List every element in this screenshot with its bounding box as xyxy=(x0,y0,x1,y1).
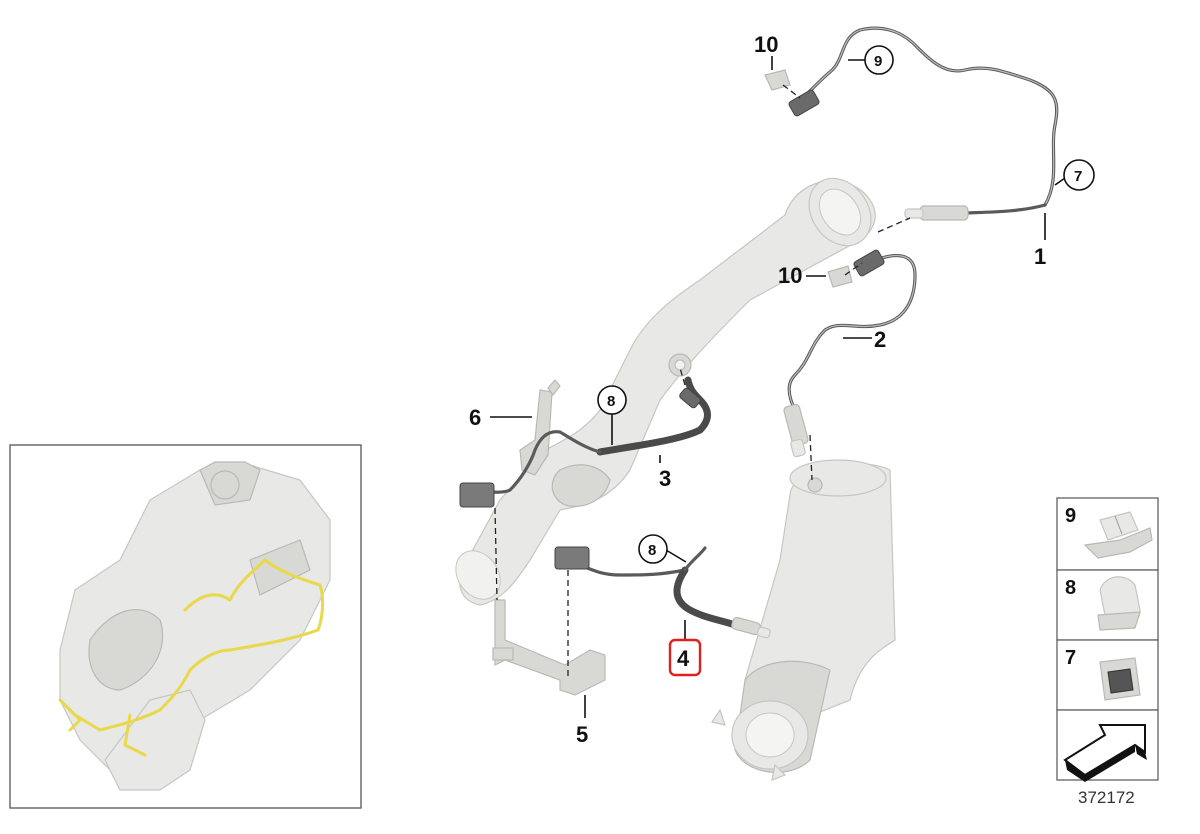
direction-arrow-icon xyxy=(1063,724,1147,782)
exhaust-manifold-pipe xyxy=(455,177,876,606)
svg-text:7: 7 xyxy=(1065,647,1076,669)
svg-text:10: 10 xyxy=(778,263,802,288)
callout-7: 7 xyxy=(1054,159,1095,191)
svg-text:6: 6 xyxy=(469,405,481,430)
oxygen-sensor-1 xyxy=(788,26,1059,221)
legend-item-8: 8 xyxy=(1065,576,1141,631)
callout-1: 1 xyxy=(1034,213,1046,269)
callout-2: 2 xyxy=(843,327,886,352)
catalytic-converter xyxy=(711,459,896,781)
callout-9: 9 xyxy=(848,45,894,75)
oxygen-sensor-3 xyxy=(459,376,711,508)
clip-7-icon xyxy=(1099,657,1141,701)
svg-text:1: 1 xyxy=(1034,244,1046,269)
bracket-5 xyxy=(492,599,606,696)
oxygen-sensor-2 xyxy=(783,249,917,458)
oxygen-sensor-4 xyxy=(554,546,771,639)
svg-text:8: 8 xyxy=(1065,577,1076,599)
svg-text:9: 9 xyxy=(874,53,882,70)
callout-5: 5 xyxy=(576,695,588,747)
callout-6: 6 xyxy=(469,405,532,430)
callout-10-middle: 10 xyxy=(778,263,826,288)
svg-text:4: 4 xyxy=(677,646,690,671)
clip-10-middle xyxy=(827,265,853,288)
legend-item-9: 9 xyxy=(1065,505,1153,559)
svg-text:2: 2 xyxy=(874,327,886,352)
small-parts-legend: 9 8 7 xyxy=(1056,497,1159,782)
svg-text:8: 8 xyxy=(648,542,656,559)
svg-text:8: 8 xyxy=(607,393,615,410)
svg-text:5: 5 xyxy=(576,722,588,747)
callout-3: 3 xyxy=(659,455,671,491)
svg-text:9: 9 xyxy=(1065,505,1076,527)
callout-8-lower: 8 xyxy=(638,534,687,564)
engine-overview-inset xyxy=(9,444,362,809)
clip-9-icon xyxy=(1083,511,1153,559)
assembly-guide-lines xyxy=(494,84,911,680)
callout-8-upper: 8 xyxy=(597,385,627,445)
svg-text:7: 7 xyxy=(1074,168,1082,185)
svg-text:3: 3 xyxy=(659,466,671,491)
oxygen-sensor-wiring-highlight xyxy=(58,558,325,757)
document-number: 372172 xyxy=(1078,788,1135,807)
clip-8-icon xyxy=(1097,576,1141,631)
svg-text:10: 10 xyxy=(754,32,778,57)
legend-item-7: 7 xyxy=(1065,647,1141,701)
callout-10-top: 10 xyxy=(754,32,778,70)
bracket-6 xyxy=(519,379,561,476)
engine-block xyxy=(59,461,331,791)
callout-4-highlighted[interactable]: 4 xyxy=(668,620,702,677)
